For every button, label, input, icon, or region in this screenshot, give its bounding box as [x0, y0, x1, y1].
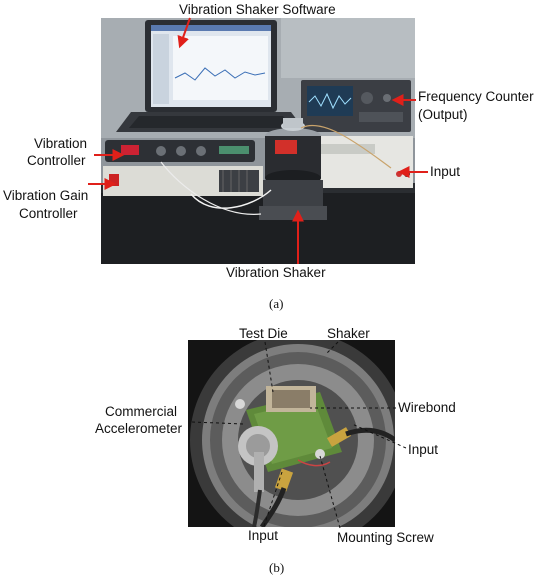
label-input-bottom: Input [248, 528, 279, 543]
vibration-controller [105, 140, 255, 162]
label-gain-1: Vibration Gain [3, 188, 89, 203]
label-input: Input [430, 164, 461, 179]
label-frequency-counter-1: Frequency Counter [418, 89, 534, 104]
label-wirebond: Wirebond [398, 400, 456, 415]
label-software: Vibration Shaker Software [179, 2, 336, 17]
label-accelerometer-2: Accelerometer [95, 421, 183, 436]
signal-generator [315, 136, 413, 188]
label-test-die: Test Die [239, 326, 288, 341]
panel-a: Vibration Shaker Software Frequency Coun… [3, 2, 534, 311]
label-shaker: Shaker [327, 326, 370, 341]
label-input-right: Input [408, 442, 439, 457]
caption-b: (b) [269, 560, 285, 575]
frequency-counter [301, 80, 411, 132]
label-vibration-shaker: Vibration Shaker [226, 265, 326, 280]
label-frequency-counter-2: (Output) [418, 107, 468, 122]
label-controller-1: Vibration [34, 136, 88, 151]
gain-controller [103, 166, 263, 196]
lab-setup-photo [101, 18, 415, 264]
label-gain-2: Controller [19, 206, 78, 221]
label-controller-2: Controller [27, 153, 86, 168]
label-accelerometer-1: Commercial [105, 404, 178, 419]
caption-a: (a) [269, 296, 284, 311]
label-mounting-screw: Mounting Screw [337, 530, 434, 545]
shaker-unit [259, 118, 327, 220]
sensor-closeup-photo [188, 340, 395, 527]
panel-b: Test Die Shaker Commercial Accelerometer… [0, 320, 550, 579]
